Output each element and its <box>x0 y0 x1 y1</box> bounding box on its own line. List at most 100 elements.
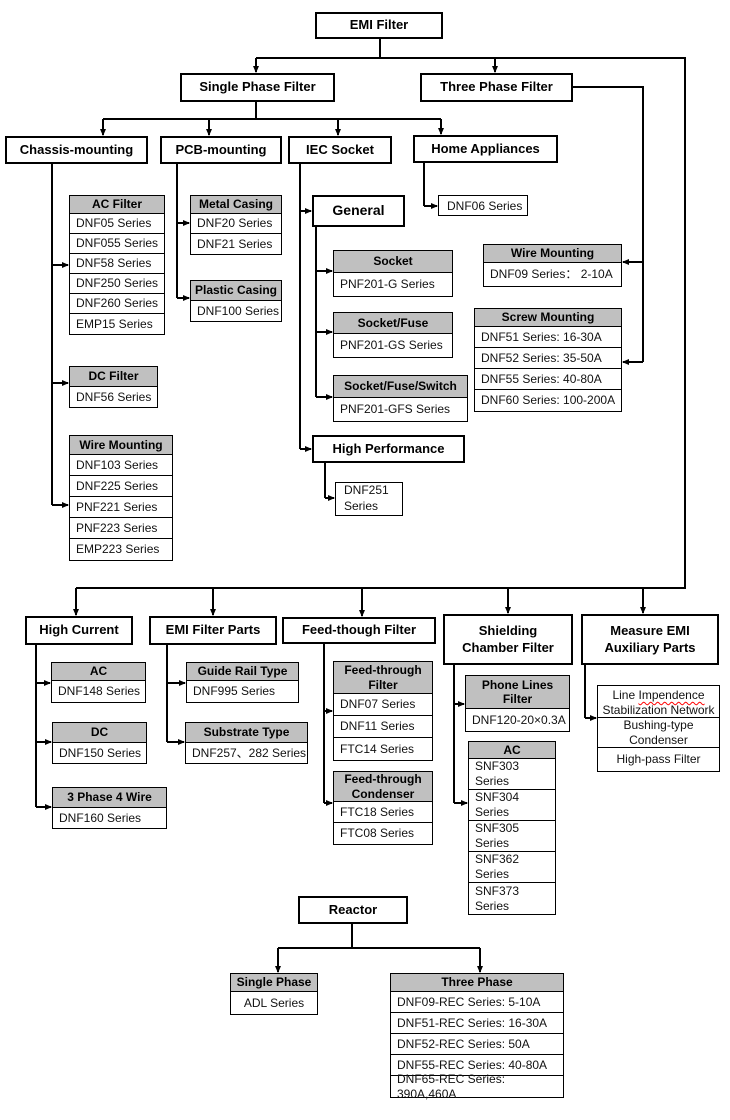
table-row: DNF65-REC Series: 390A,460A <box>391 1072 563 1101</box>
measure-row1-word1: Line <box>612 688 636 702</box>
table-row: DNF103 Series <box>70 455 172 476</box>
table-header: Plastic Casing <box>191 281 281 301</box>
table-row: DNF225 Series <box>70 476 172 497</box>
measure-row1-word2: Impendence <box>638 688 705 702</box>
table-header: Single Phase <box>231 974 317 992</box>
node-general: General <box>312 195 405 227</box>
table-substrate-type: Substrate Type DNF257、282 Series <box>185 722 308 764</box>
table-row: DNF120-20×0.3A <box>466 709 569 731</box>
table-row: PNF201-GS Series <box>334 334 452 357</box>
table-socket: Socket PNF201-G Series <box>333 250 453 297</box>
node-dnf251-series: DNF251 Series <box>335 482 403 516</box>
table-row: SNF305 Series <box>469 821 555 852</box>
table-header: Metal Casing <box>191 196 281 214</box>
table-reactor-single-phase: Single Phase ADL Series <box>230 973 318 1015</box>
table-header: DC <box>53 723 146 743</box>
table-hc-ac: AC DNF148 Series <box>51 662 146 703</box>
table-header: Guide Rail Type <box>187 663 298 681</box>
table-row: DNF11 Series <box>334 716 432 738</box>
table-row: DNF100 Series <box>191 301 281 321</box>
table-row: DNF56 Series <box>70 387 157 407</box>
table-row: DNF58 Series <box>70 254 164 274</box>
table-header: AC <box>469 742 555 759</box>
node-single-phase-filter: Single Phase Filter <box>180 73 335 102</box>
table-row: DNF148 Series <box>52 681 145 702</box>
table-row: DNF20 Series <box>191 214 281 234</box>
table-row: DNF55-REC Series: 40-80A <box>391 1055 563 1076</box>
table-row: DNF260 Series <box>70 294 164 314</box>
table-row: DNF150 Series <box>53 743 146 763</box>
table-row: EMP15 Series <box>70 314 164 334</box>
table-header: 3 Phase 4 Wire <box>53 788 166 808</box>
table-row: High-pass Filter <box>598 748 719 771</box>
node-feed-though-filter: Feed-though Filter <box>282 617 436 644</box>
node-dnf06-series: DNF06 Series <box>438 195 528 216</box>
table-row: DNF257、282 Series <box>186 743 307 763</box>
table-row: PNF221 Series <box>70 497 172 518</box>
table-wire-mounting-right: Wire Mounting DNF09 Series： 2-10A <box>483 244 622 287</box>
table-feed-through-filter: Feed-through Filter DNF07 Series DNF11 S… <box>333 661 433 761</box>
node-reactor: Reactor <box>298 896 408 924</box>
table-row: DNF05 Series <box>70 214 164 234</box>
table-row: DNF07 Series <box>334 694 432 716</box>
table-row: PNF223 Series <box>70 518 172 539</box>
table-row: FTC18 Series <box>334 802 432 823</box>
table-feed-through-condenser: Feed-through Condenser FTC18 Series FTC0… <box>333 771 433 845</box>
table-row: Bushing-type Condenser <box>598 718 719 748</box>
table-header: Feed-through Filter <box>334 662 432 694</box>
table-dc-filter: DC Filter DNF56 Series <box>69 366 158 408</box>
table-row: DNF055 Series <box>70 234 164 254</box>
table-header: Three Phase <box>391 974 563 992</box>
table-header: Feed-through Condenser <box>334 772 432 802</box>
table-row: ADL Series <box>231 992 317 1014</box>
table-row: DNF160 Series <box>53 808 166 828</box>
table-header: AC Filter <box>70 196 164 214</box>
node-emi-filter: EMI Filter <box>315 12 443 39</box>
table-hc-dc: DC DNF150 Series <box>52 722 147 764</box>
node-pcb-mounting: PCB-mounting <box>160 136 282 164</box>
table-ac-filter: AC Filter DNF05 Series DNF055 Series DNF… <box>69 195 165 335</box>
table-metal-casing: Metal Casing DNF20 Series DNF21 Series <box>190 195 282 255</box>
table-header: Socket <box>334 251 452 273</box>
table-row: FTC08 Series <box>334 823 432 844</box>
table-reactor-three-phase: Three Phase DNF09-REC Series: 5-10A DNF5… <box>390 973 564 1101</box>
table-row: PNF201-G Series <box>334 273 452 296</box>
table-row: SNF362 Series <box>469 852 555 883</box>
node-three-phase-filter: Three Phase Filter <box>420 73 573 102</box>
table-row: SNF303 Series <box>469 759 555 790</box>
table-row: EMP223 Series <box>70 539 172 560</box>
node-high-current: High Current <box>25 616 133 645</box>
table-phone-lines-filter: Phone Lines Filter DNF120-20×0.3A <box>465 675 570 732</box>
table-row: DNF09 Series： 2-10A <box>484 263 621 286</box>
node-high-performance: High Performance <box>312 435 465 463</box>
table-header: Socket/Fuse/Switch <box>334 376 467 398</box>
table-row: DNF51 Series: 16-30A <box>475 327 621 348</box>
table-row: DNF51-REC Series: 16-30A <box>391 1013 563 1034</box>
table-header: Socket/Fuse <box>334 313 452 334</box>
table-header: AC <box>52 663 145 681</box>
measure-row1-line2: Stabilization Network <box>602 703 715 717</box>
table-screw-mounting: Screw Mounting DNF51 Series: 16-30A DNF5… <box>474 308 622 412</box>
table-3-phase-4-wire: 3 Phase 4 Wire DNF160 Series <box>52 787 167 829</box>
table-header: Screw Mounting <box>475 309 621 327</box>
table-row: SNF304 Series <box>469 790 555 821</box>
table-wire-mounting-left: Wire Mounting DNF103 Series DNF225 Serie… <box>69 435 173 561</box>
table-row: DNF60 Series: 100-200A <box>475 390 621 411</box>
table-socket-fuse-switch: Socket/Fuse/Switch PNF201-GFS Series <box>333 375 468 422</box>
table-row: DNF21 Series <box>191 234 281 254</box>
table-row: FTC14 Series <box>334 738 432 760</box>
table-socket-fuse: Socket/Fuse PNF201-GS Series <box>333 312 453 358</box>
table-row: DNF52 Series: 35-50A <box>475 348 621 369</box>
table-header: Wire Mounting <box>484 245 621 263</box>
node-emi-filter-parts: EMI Filter Parts <box>149 616 277 645</box>
table-shielding-ac: AC SNF303 Series SNF304 Series SNF305 Se… <box>468 741 556 915</box>
table-row: DNF52-REC Series: 50A <box>391 1034 563 1055</box>
table-row: PNF201-GFS Series <box>334 398 467 421</box>
table-header: Wire Mounting <box>70 436 172 455</box>
table-plastic-casing: Plastic Casing DNF100 Series <box>190 280 282 322</box>
node-iec-socket: IEC Socket <box>288 136 392 164</box>
table-row: DNF995 Series <box>187 681 298 702</box>
